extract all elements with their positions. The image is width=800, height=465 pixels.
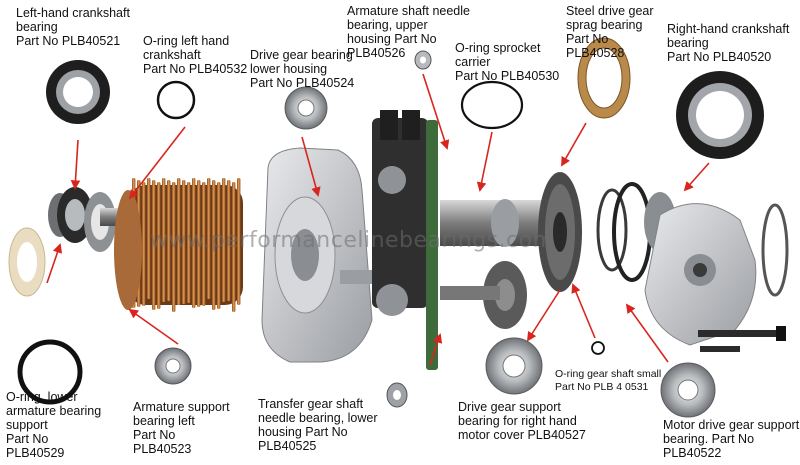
label-armature-needle-upper: Armature shaft needle bearing, upper hou… xyxy=(347,4,470,60)
oring-gear-shaft-small-icon xyxy=(591,341,605,355)
copper-coil-strand xyxy=(237,178,241,305)
right-crankshaft-bearing-icon xyxy=(676,71,764,159)
label-sprag-bearing: Steel drive gear sprag bearing Part No P… xyxy=(566,4,654,60)
copper-coil-strand xyxy=(207,178,211,299)
copper-armature-winding xyxy=(114,178,243,312)
copper-coil-strand xyxy=(192,178,196,308)
copper-coil-strand xyxy=(152,180,156,310)
drive-gear-support-bearing-icon xyxy=(485,337,543,395)
left-shaft-rings xyxy=(48,187,160,252)
controller-pcb-assembly xyxy=(372,110,438,370)
lower-armature-oring-icon xyxy=(17,339,83,405)
drive-gear-icon xyxy=(538,172,582,292)
copper-coil-strand xyxy=(172,182,176,312)
armature-support-bearing-icon xyxy=(154,347,192,385)
copper-coil-strand xyxy=(142,182,146,306)
copper-coil-strand xyxy=(197,180,201,307)
oring-sprocket-carrier-icon xyxy=(460,80,524,130)
transfer-gear-needle-bearing-icon xyxy=(386,382,408,408)
spacer-ring-icon xyxy=(8,227,46,297)
left-crankshaft-bearing-icon xyxy=(46,60,110,124)
label-oring-lower-armature: O-ring, lower armature bearing support P… xyxy=(6,390,102,460)
leader-arrows xyxy=(46,73,710,366)
label-drive-gear-support-right: Drive gear support bearing for right han… xyxy=(458,400,586,442)
label-right-crankshaft-bearing: Right-hand crankshaft bearing Part No PL… xyxy=(667,22,790,64)
copper-coil-strand xyxy=(222,178,226,302)
label-oring-left-crankshaft: O-ring left hand crankshaft Part No PLB4… xyxy=(143,34,248,76)
right-motor-cover xyxy=(644,203,757,346)
copper-coil-strand xyxy=(177,178,181,305)
copper-coil-strand xyxy=(147,178,151,299)
watermark-text: www.performancelinebearings.com xyxy=(150,228,555,253)
copper-coil-strand xyxy=(167,180,171,301)
copper-coil-strand xyxy=(187,182,191,303)
label-oring-gear-shaft-small: O-ring gear shaft small Part No PLB 4 05… xyxy=(555,368,662,393)
bolt-icon xyxy=(698,326,786,352)
transfer-gear-icon xyxy=(440,261,527,329)
aluminium-motor-housing xyxy=(261,147,400,363)
label-left-crankshaft-bearing: Left-hand crankshaft bearing Part No PLB… xyxy=(16,6,130,48)
copper-coil-strand xyxy=(227,180,231,301)
oring-left-crankshaft-icon xyxy=(156,80,196,120)
copper-coil-strand xyxy=(232,182,236,312)
label-transfer-gear-needle: Transfer gear shaft needle bearing, lowe… xyxy=(258,397,378,453)
label-motor-drive-gear-support: Motor drive gear support bearing. Part N… xyxy=(663,418,800,460)
label-drive-gear-lower-housing: Drive gear bearing lower housing Part No… xyxy=(250,48,355,90)
copper-coil-strand xyxy=(212,180,216,310)
copper-coil-strand xyxy=(202,182,206,306)
drive-gear-lower-housing-bearing-icon xyxy=(284,86,328,130)
copper-coil-strand xyxy=(162,178,166,302)
copper-coil-strand xyxy=(157,182,161,309)
copper-coil-strand xyxy=(217,182,221,309)
sprag-bearing-icon xyxy=(577,37,631,119)
motor-drive-gear-support-bearing-icon xyxy=(660,362,716,418)
armature-needle-bearing-upper-icon xyxy=(414,50,432,70)
label-oring-sprocket-carrier: O-ring sprocket carrier Part No PLB40530 xyxy=(455,41,560,83)
copper-coil-strand xyxy=(182,180,186,304)
label-armature-support-left: Armature support bearing left Part No PL… xyxy=(133,400,230,456)
